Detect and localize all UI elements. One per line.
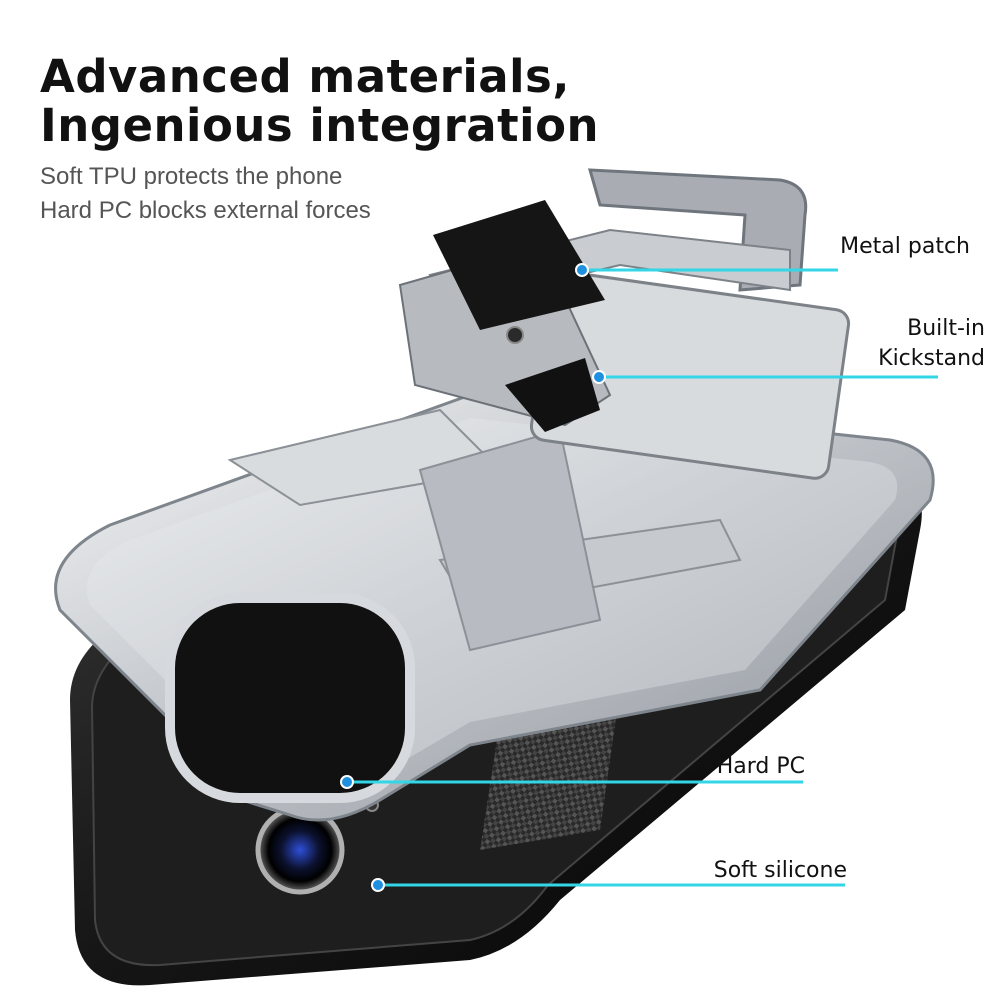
callout-metal-patch: Metal patch — [840, 234, 970, 259]
callout-kickstand-line-2: Kickstand — [878, 346, 985, 371]
headline: Advanced materials, Ingenious integratio… — [40, 52, 599, 150]
callout-hard-pc: Hard PC — [716, 754, 805, 779]
metal-patch — [398, 200, 612, 432]
callout-kickstand: Built-in Kickstand — [840, 314, 985, 374]
camera-cutout — [165, 593, 415, 803]
subtitle: Soft TPU protects the phone Hard PC bloc… — [40, 160, 371, 228]
callout-lines — [340, 263, 938, 892]
subtitle-line-2: Hard PC blocks external forces — [40, 197, 371, 224]
callout-dot-soft-silicone — [371, 878, 385, 892]
callout-soft-silicone: Soft silicone — [713, 858, 847, 883]
headline-line-2: Ingenious integration — [40, 99, 600, 152]
hard-pc-frame — [54, 393, 935, 822]
subtitle-line-1: Soft TPU protects the phone — [40, 163, 343, 190]
callout-dot-metal-patch — [575, 263, 589, 277]
screw-hole-icon — [506, 326, 524, 344]
headline-line-1: Advanced materials, — [40, 50, 570, 103]
callout-dot-kickstand — [592, 370, 606, 384]
callout-kickstand-line-1: Built-in — [907, 316, 985, 341]
callout-dot-hard-pc — [340, 775, 354, 789]
